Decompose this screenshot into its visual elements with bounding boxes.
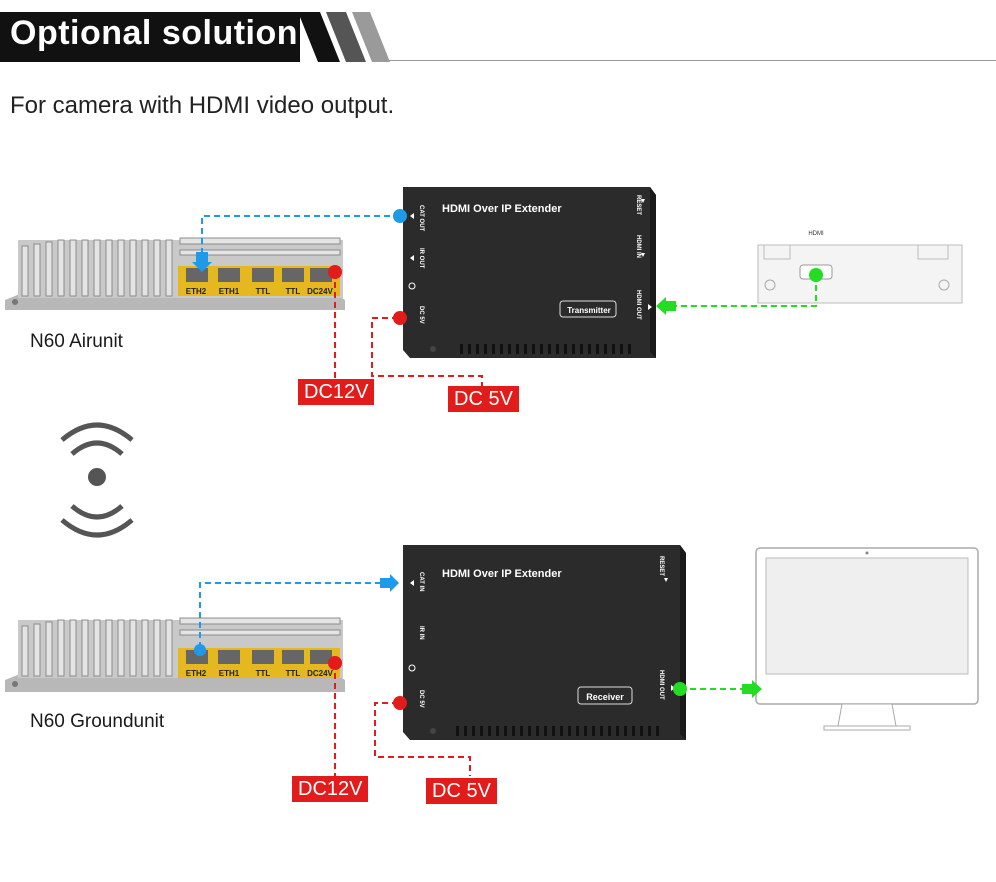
bottom-dc5v-dot — [393, 696, 407, 710]
transmitter-port-hdmi-in: HDMI IN — [635, 235, 641, 258]
header-stripe-2 — [326, 12, 366, 62]
airunit-name: N60 Airunit — [30, 331, 123, 352]
airunit-device — [5, 237, 345, 310]
receiver-port-reset: RESET — [658, 556, 664, 576]
top-hdmi-arrow — [656, 297, 676, 315]
receiver-port-dc: DC 5V — [418, 690, 424, 708]
bottom-hdmi-dot — [673, 682, 687, 696]
bottom-cat-arrow — [380, 574, 399, 592]
receiver-port-cat-in: CAT IN — [418, 572, 424, 592]
bottom-dc24v-dot — [328, 656, 342, 670]
camera-hdmi-label: HDMI — [808, 231, 824, 237]
header-rule — [380, 60, 996, 61]
transmitter-port-reset: RESET — [635, 195, 641, 215]
groundunit-port-ttl-2: TTL — [286, 669, 301, 678]
airunit-port-ttl-1: TTL — [256, 287, 271, 296]
wireless-icon — [60, 422, 134, 538]
groundunit-port-ttl-1: TTL — [256, 669, 271, 678]
transmitter-port-cat-out: CAT OUT — [418, 205, 424, 232]
header-bar — [0, 12, 300, 62]
transmitter-port-markers — [408, 199, 652, 310]
bottom-dc12v-label: DC12V — [292, 776, 369, 802]
groundunit-port-dc24v: DC24V — [307, 669, 333, 678]
airunit-port-dc24v: DC24V — [307, 287, 333, 296]
groundunit-name: N60 Groundunit — [30, 711, 165, 732]
header-stripe-1 — [298, 12, 340, 62]
transmitter-port-hdmi-out: HDMI OUT — [635, 290, 641, 320]
top-hdmi-line — [666, 275, 817, 307]
top-dc24v-dot — [328, 265, 342, 279]
receiver-port-hdmi-out: HDMI OUT — [658, 670, 664, 700]
groundunit-port-eth1: ETH1 — [219, 669, 240, 678]
top-cat-line — [201, 215, 400, 262]
groundunit-device — [5, 617, 345, 692]
page-subtitle: For camera with HDMI video output. — [10, 92, 395, 119]
airunit-port-eth2: ETH2 — [186, 287, 207, 296]
monitor-device — [755, 547, 979, 731]
bottom-cat-line — [199, 582, 382, 648]
groundunit-port-eth2: ETH2 — [186, 669, 207, 678]
airunit-port-ttl-2: TTL — [286, 287, 301, 296]
transmitter-badge: Transmitter — [567, 306, 611, 315]
receiver-port-markers — [408, 578, 675, 691]
transmitter-device — [403, 187, 656, 358]
transmitter-port-ir-out: IR OUT — [418, 248, 424, 269]
top-hdmi-dot — [809, 268, 823, 282]
top-dc5v-dot — [393, 311, 407, 325]
airunit-port-eth1: ETH1 — [219, 287, 240, 296]
page-title: Optional solution — [10, 14, 299, 52]
top-dc5v-label: DC 5V — [448, 386, 519, 412]
bottom-dc5v-label: DC 5V — [426, 778, 497, 804]
receiver-badge: Receiver — [586, 692, 624, 702]
bottom-dc5v-line — [374, 702, 471, 776]
top-cat-dot — [393, 209, 407, 223]
header-stripe-3 — [352, 12, 390, 62]
receiver-title: HDMI Over IP Extender — [442, 568, 562, 580]
top-dc12v-label: DC12V — [298, 379, 375, 405]
top-dc5v-line — [371, 317, 483, 388]
wireless-center-dot — [88, 468, 106, 486]
transmitter-port-dc: DC 5V — [418, 306, 424, 324]
bottom-hdmi-arrow — [742, 680, 762, 698]
transmitter-title: HDMI Over IP Extender — [442, 203, 562, 215]
bottom-cat-dot — [194, 644, 206, 656]
top-cat-arrow — [192, 252, 212, 272]
camera-device — [757, 244, 963, 304]
receiver-port-ir-in: IR IN — [418, 626, 424, 640]
